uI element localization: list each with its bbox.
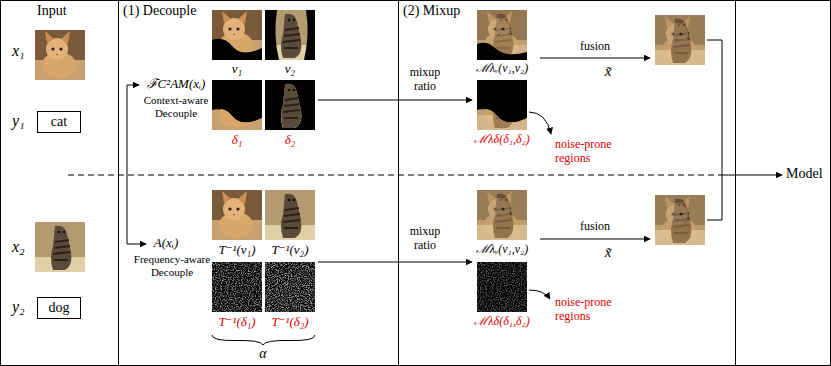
image-caption: ℳλᵥ(v₁,v₂) (476, 243, 529, 257)
decouple-panel: (1) Decouple (118, 0, 399, 366)
arrow-label: mixup ratio (399, 66, 451, 94)
arrow-label: mixup ratio (399, 225, 451, 253)
class-label: dog (49, 300, 70, 316)
image-caption: ℳλδ(δ₁,δ₂) (474, 133, 529, 147)
image-caption: v₁ (232, 62, 242, 77)
image-caption: ℳλᵥ(v₁,v₂) (476, 62, 529, 76)
class-label-box: dog (37, 297, 81, 319)
arrow-label: fusion (580, 40, 610, 54)
output-symbol: x̃ (605, 244, 612, 261)
image-caption: δ₂ (285, 133, 296, 148)
output-symbol: x̃ (605, 63, 612, 80)
operator-caption: Context-aware Decouple (135, 94, 217, 119)
operator-name: ℱC²AM(xᵢ) (147, 77, 206, 92)
panel-heading: (1) Decouple (123, 3, 196, 19)
arrow-label: fusion (580, 220, 610, 234)
callout-note: noise-prone regions (555, 138, 627, 166)
input-symbol: x₂ (12, 238, 25, 256)
panel-heading: (2) Mixup (403, 3, 460, 19)
class-label-box: cat (37, 111, 81, 133)
image-caption: T⁻¹(δ₂) (271, 315, 308, 330)
panel-heading: Input (37, 3, 67, 19)
image-caption: T⁻¹(v₂) (272, 243, 309, 258)
label-symbol: y₂ (12, 298, 25, 316)
image-caption: T⁻¹(v₁) (219, 243, 256, 258)
operator-caption: Frequency-aware Decouple (131, 253, 213, 278)
image-caption: v₂ (285, 62, 295, 77)
image-caption: δ₁ (232, 133, 243, 148)
brace-symbol: α (259, 346, 266, 362)
operator-name: A(xᵢ) (154, 236, 178, 251)
output-target: Model (786, 166, 823, 182)
input-symbol: x₁ (12, 42, 25, 60)
image-caption: T⁻¹(δ₁) (218, 315, 255, 330)
label-symbol: y₁ (12, 112, 25, 130)
image-caption: ℳλδ(δ₁,δ₂) (474, 315, 529, 329)
callout-note: noise-prone regions (555, 296, 627, 324)
class-label: cat (51, 114, 67, 130)
